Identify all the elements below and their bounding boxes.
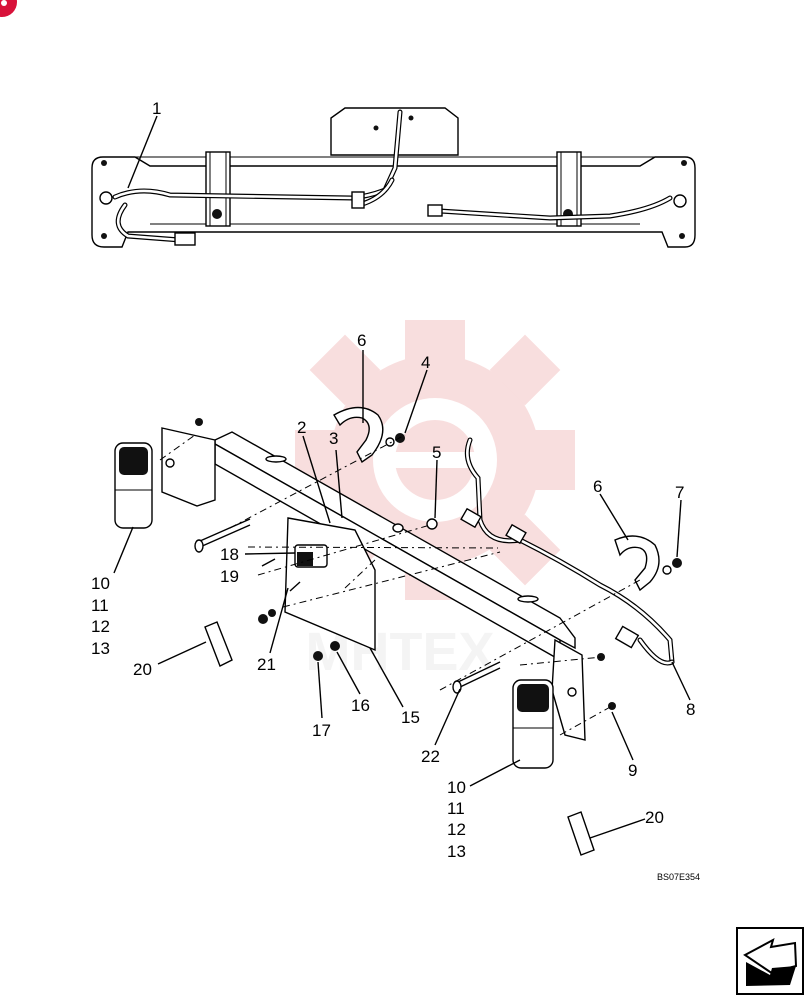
callout-6: 6 bbox=[357, 331, 366, 350]
nut-bracket bbox=[258, 614, 268, 624]
callout-15: 15 bbox=[401, 708, 420, 727]
nut-17 bbox=[313, 651, 323, 661]
callout-20: 20 bbox=[133, 660, 152, 679]
harness-plug bbox=[460, 507, 482, 529]
centerline bbox=[229, 434, 406, 529]
callout-1: 1 bbox=[152, 99, 161, 118]
nut-7 bbox=[672, 558, 682, 568]
beam-hole bbox=[679, 233, 685, 239]
lamp-socket-left bbox=[99, 191, 113, 205]
callout-13: 13 bbox=[91, 639, 110, 658]
callout-22: 22 bbox=[421, 747, 440, 766]
nut-16 bbox=[330, 641, 340, 651]
bar-slot bbox=[265, 455, 287, 463]
harness-connector bbox=[174, 232, 196, 246]
exploded-assembly bbox=[114, 406, 682, 856]
leader-1 bbox=[127, 115, 158, 189]
beam-hole bbox=[101, 160, 107, 166]
badge-icon[interactable] bbox=[0, 0, 17, 17]
watermark-gear: MHTEX bbox=[295, 320, 575, 682]
lamp-socket-right bbox=[673, 194, 687, 208]
callout-2: 2 bbox=[297, 418, 306, 437]
callout-12: 12 bbox=[447, 820, 466, 839]
centerline bbox=[559, 705, 613, 736]
nut-bracket bbox=[597, 653, 605, 661]
callout-19: 19 bbox=[220, 567, 239, 586]
reflector-left bbox=[204, 621, 233, 667]
tail-lamp-lens bbox=[517, 684, 549, 712]
plate-hole bbox=[408, 115, 414, 121]
drawing-code: BS07E354 bbox=[657, 872, 700, 882]
centerline bbox=[247, 546, 499, 549]
centerline bbox=[282, 551, 501, 608]
rear-harness bbox=[464, 437, 675, 666]
harness-plug bbox=[614, 625, 640, 649]
license-light-face bbox=[297, 552, 313, 566]
callout-13: 13 bbox=[447, 842, 466, 861]
callout-9: 9 bbox=[628, 761, 637, 780]
bar-slot bbox=[392, 523, 404, 533]
callouts: 1 2 3 4 5 6 6 7 8 9 10 11 12 13 10 11 12… bbox=[91, 99, 695, 861]
callout-5: 5 bbox=[432, 443, 441, 462]
callout-21: 21 bbox=[257, 655, 276, 674]
centerline bbox=[159, 434, 196, 461]
bracket-hole bbox=[165, 458, 175, 468]
strap-clamp-right bbox=[614, 535, 660, 592]
callout-7: 7 bbox=[675, 483, 684, 502]
harness-connector bbox=[351, 191, 365, 209]
centerline bbox=[344, 559, 376, 589]
harness-connector bbox=[427, 204, 443, 217]
washer-4 bbox=[385, 437, 395, 447]
callout-10: 10 bbox=[91, 574, 110, 593]
callout-11: 11 bbox=[91, 596, 109, 615]
bracket-hole bbox=[567, 687, 577, 697]
top-assembly bbox=[91, 107, 696, 248]
bolt-long-lower bbox=[452, 661, 501, 694]
bolt-5 bbox=[426, 518, 438, 530]
screw-19 bbox=[261, 558, 276, 567]
callout-10: 10 bbox=[447, 778, 466, 797]
centerline bbox=[439, 579, 641, 691]
plate-hole bbox=[373, 125, 379, 131]
strap-bolt bbox=[212, 209, 222, 219]
bumper-bracket-left bbox=[161, 427, 216, 507]
tail-lamp-lens bbox=[119, 447, 148, 475]
next-page-button[interactable] bbox=[736, 927, 804, 995]
callout-17: 17 bbox=[312, 721, 331, 740]
screw-21 bbox=[289, 581, 301, 592]
centerline bbox=[519, 656, 603, 666]
callout-16: 16 bbox=[351, 696, 370, 715]
harness-plug bbox=[505, 523, 527, 545]
centerline bbox=[257, 524, 431, 576]
callout-4: 4 bbox=[421, 353, 430, 372]
nut-bracket bbox=[195, 418, 203, 426]
reflector-right bbox=[567, 811, 595, 856]
washer-7 bbox=[662, 565, 672, 575]
gear-icon bbox=[295, 320, 575, 600]
beam-hole bbox=[101, 233, 107, 239]
callout-18: 18 bbox=[220, 545, 239, 564]
callout-11: 11 bbox=[447, 799, 465, 818]
bar-slot bbox=[517, 595, 539, 603]
bolt-long-upper bbox=[194, 518, 251, 553]
callout-12: 12 bbox=[91, 617, 110, 636]
mount-plate bbox=[330, 107, 459, 156]
next-page-arrow-icon bbox=[743, 938, 798, 986]
nut-bracket bbox=[268, 609, 276, 617]
callout-6: 6 bbox=[593, 477, 602, 496]
callout-3: 3 bbox=[329, 429, 338, 448]
callout-20: 20 bbox=[645, 808, 664, 827]
leader-lines bbox=[113, 350, 691, 839]
strap-clamp-left bbox=[333, 406, 384, 464]
beam-hole bbox=[681, 160, 687, 166]
callout-8: 8 bbox=[686, 700, 695, 719]
nut-9 bbox=[608, 702, 616, 710]
